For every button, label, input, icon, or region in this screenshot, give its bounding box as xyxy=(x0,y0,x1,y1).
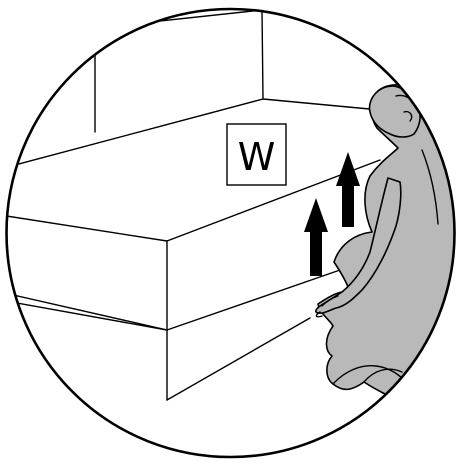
mattress-label: W xyxy=(227,124,286,185)
magnified-view: W xyxy=(0,6,461,466)
lift-arrow-icon xyxy=(336,152,360,227)
lift-arrow-icon xyxy=(304,198,328,276)
person-kneeling-icon xyxy=(316,85,461,466)
bed-frame xyxy=(95,6,380,132)
mattress xyxy=(0,241,340,400)
mattress-label-text: W xyxy=(238,135,276,179)
